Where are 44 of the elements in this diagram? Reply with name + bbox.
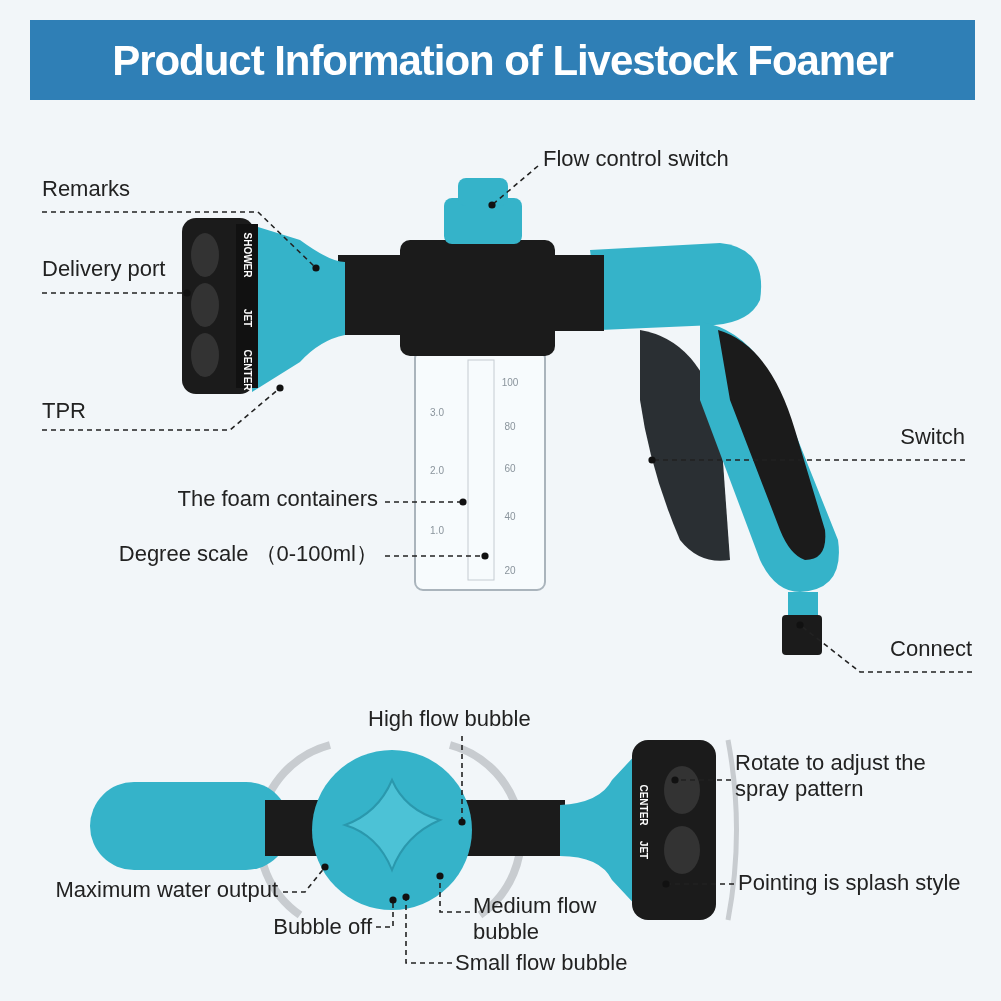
leader-line bbox=[375, 896, 397, 928]
scale-number: 80 bbox=[504, 419, 516, 434]
scale-number: 3.0 bbox=[430, 405, 444, 420]
callout-label: Remarks bbox=[42, 176, 130, 202]
mode-marking: CENTER bbox=[636, 784, 650, 826]
callout-label: Bubble off bbox=[273, 914, 372, 940]
callout-label: The foam containers bbox=[177, 486, 378, 512]
callout-label: Rotate to adjust the spray pattern bbox=[735, 750, 950, 802]
scale-number: 20 bbox=[504, 563, 516, 578]
mode-marking: SHOWER bbox=[240, 232, 254, 278]
leader-line bbox=[41, 384, 284, 431]
leader-line bbox=[402, 893, 453, 964]
mode-marking: JET bbox=[240, 308, 254, 328]
leader-line bbox=[282, 863, 329, 893]
leader-line bbox=[458, 735, 466, 826]
callout-label: Flow control switch bbox=[543, 146, 729, 172]
leader-line bbox=[41, 289, 191, 297]
scale-number: 2.0 bbox=[430, 463, 444, 478]
callout-label: Maximum water output bbox=[55, 877, 278, 903]
leader-line bbox=[384, 498, 467, 506]
callout-label: Small flow bubble bbox=[455, 950, 628, 976]
mode-marking: JET bbox=[636, 840, 650, 860]
callout-label: Medium flow bubble bbox=[473, 893, 608, 945]
callout-label: Connect bbox=[890, 636, 972, 662]
callout-label: Switch bbox=[900, 424, 965, 450]
leader-line bbox=[648, 456, 966, 464]
scale-number: 100 bbox=[501, 375, 519, 390]
scale-number: 60 bbox=[504, 461, 516, 476]
leader-line bbox=[41, 211, 320, 272]
leader-line bbox=[436, 872, 471, 913]
callout-label: Delivery port bbox=[42, 256, 166, 282]
leader-line bbox=[796, 621, 973, 673]
scale-number: 40 bbox=[504, 509, 516, 524]
leader-line bbox=[384, 552, 489, 560]
leader-line bbox=[488, 165, 539, 209]
callout-label: Pointing is splash style bbox=[738, 870, 961, 896]
leader-line bbox=[662, 880, 735, 888]
callout-label: High flow bubble bbox=[368, 706, 531, 732]
callout-label: TPR bbox=[42, 398, 86, 424]
title: Product Information of Livestock Foamer bbox=[112, 35, 893, 86]
callout-label: Degree scale （0-100ml） bbox=[118, 541, 378, 567]
leader-line bbox=[671, 776, 732, 784]
mode-marking: CENTER bbox=[240, 349, 254, 391]
scale-number: 1.0 bbox=[430, 523, 444, 538]
